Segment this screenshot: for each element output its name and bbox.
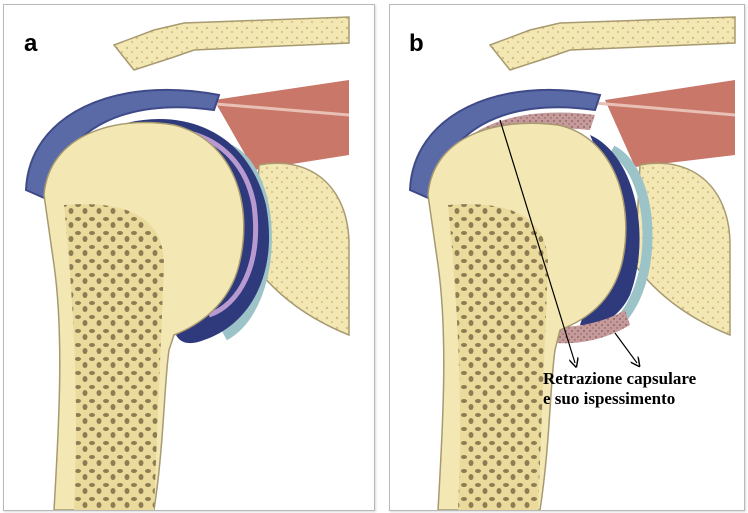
trabecular-bone bbox=[448, 204, 548, 510]
shoulder-adhesive-capsulitis-illustration bbox=[390, 5, 744, 510]
shoulder-normal-illustration bbox=[4, 5, 374, 510]
panel-label-b: b bbox=[409, 30, 424, 58]
panel-label-a: a bbox=[24, 30, 37, 58]
annotation-line-1: Retrazione capsulare bbox=[543, 369, 743, 389]
trabecular-bone bbox=[64, 204, 164, 510]
pointer-arrow-lower bbox=[615, 333, 637, 363]
illustration-panel-b: b Retrazione capsulare e suo ispessiment… bbox=[389, 4, 745, 511]
annotation-line-2: e suo ispessimento bbox=[543, 389, 743, 409]
annotation-label: Retrazione capsulare e suo ispessimento bbox=[543, 369, 743, 409]
clavicle bbox=[114, 17, 349, 70]
illustration-panel-a: a bbox=[3, 4, 375, 511]
clavicle bbox=[490, 17, 735, 70]
